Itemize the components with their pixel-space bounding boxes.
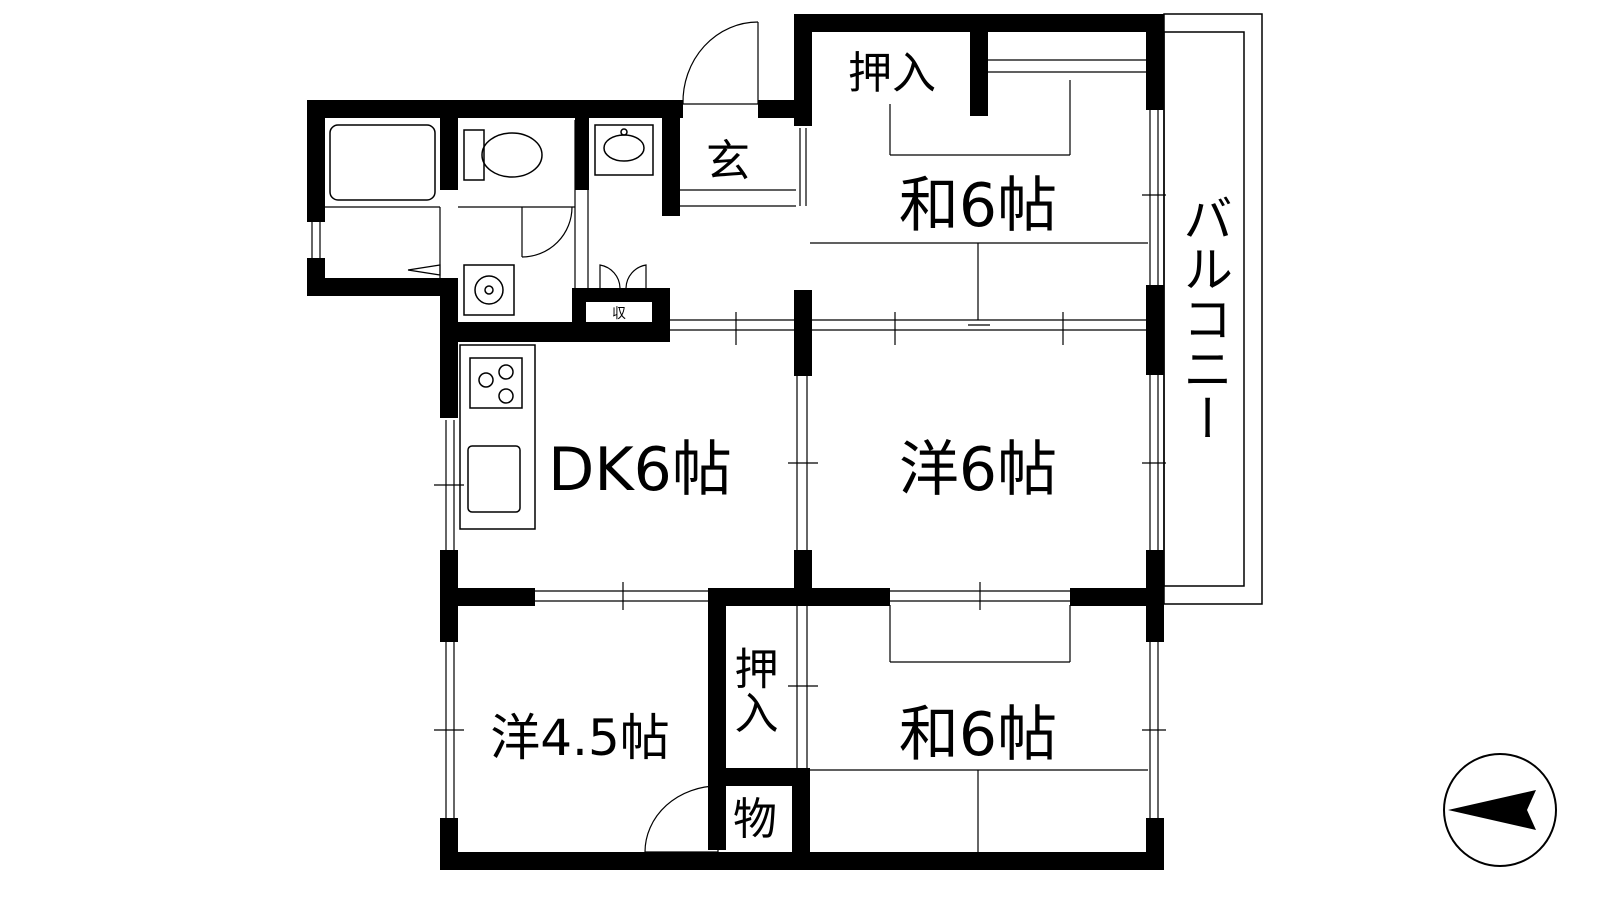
closet-label-upper: 押入 [848,48,936,99]
toilet-icon [463,129,543,181]
thin-lines [311,21,1166,853]
closet-label-lower: 押入 [727,646,778,734]
kitchen-counter [459,344,536,530]
stove-icon [469,357,523,409]
storeroom-label: 物 [733,794,777,845]
room-label-japanese-upper: 和6帖 [899,171,1057,241]
sink-icon [467,445,521,513]
balcony-label: バルコニー [1175,193,1233,443]
small-storage-label: 収 [612,306,626,322]
room-label-japanese-lower: 和6帖 [899,700,1057,770]
compass-icon [1443,753,1557,867]
room-label-dining-kitchen: DK6帖 [548,435,732,505]
bathtub-icon [329,124,436,201]
entrance-label: 玄 [706,136,750,187]
washing-machine-icon [463,264,515,316]
walls [307,14,1164,870]
room-label-western-small: 洋4.5帖 [490,709,670,767]
room-label-western-middle: 洋6帖 [899,435,1057,505]
washbasin-icon [594,124,654,176]
